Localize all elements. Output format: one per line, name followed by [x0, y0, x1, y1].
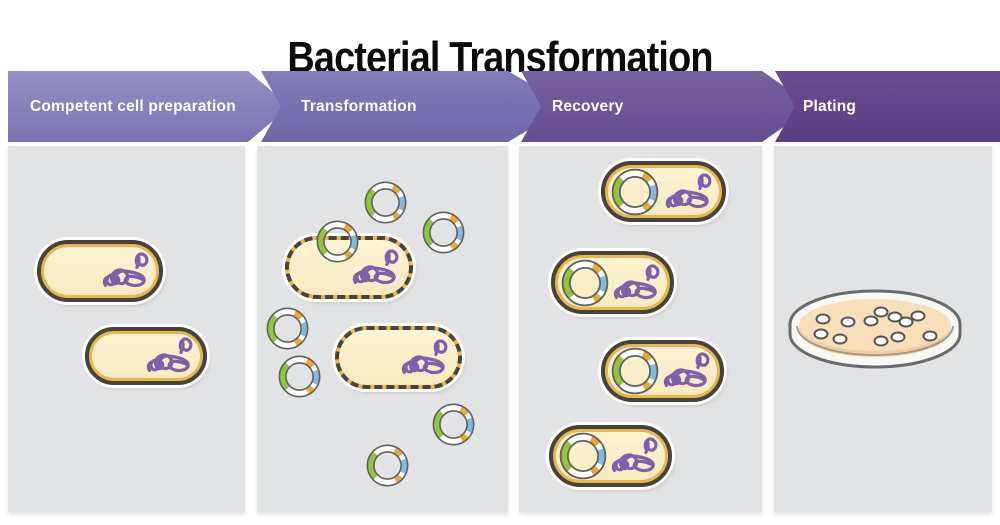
stage-chevron-transformation: Transformation: [261, 71, 568, 142]
chromosomal-dna-icon: [144, 334, 198, 379]
plasmid-icon: [421, 210, 466, 255]
stage-chevron-plating: Plating: [775, 71, 1000, 142]
transformed-cell: [551, 251, 674, 314]
chromosomal-dna-icon: [663, 169, 717, 214]
plasmid-icon: [610, 167, 660, 217]
chromosomal-dna-icon: [609, 434, 663, 479]
plasmid-icon: [363, 180, 408, 225]
transformed-cell: [601, 340, 724, 402]
transformed-cell: [601, 161, 726, 222]
plasmid-icon: [558, 431, 608, 481]
chromosomal-dna-icon: [611, 260, 665, 305]
cell-membrane-permeable: [335, 326, 462, 389]
competent-cell: [335, 326, 462, 389]
stage-chevron-competent-cell-preparation: Competent cell preparation: [8, 71, 290, 142]
panel-transformation: [257, 146, 508, 512]
plasmid-icon-entering-cell: [315, 219, 360, 264]
chromosomal-dna-icon: [661, 349, 715, 394]
competent-cell: [285, 236, 413, 299]
chromosomal-dna-icon: [100, 249, 154, 294]
panel-recovery: [519, 146, 762, 512]
petri-dish-icon: [787, 286, 965, 374]
stage-chevron-recovery: Recovery: [521, 71, 813, 142]
stage-label: Recovery: [552, 97, 624, 115]
transformed-cell: [549, 425, 672, 487]
plasmid-icon: [610, 346, 660, 396]
chromosomal-dna-icon: [399, 335, 453, 380]
bacterium: [37, 240, 163, 302]
stage-label: Transformation: [301, 97, 417, 115]
plasmid-icon: [365, 443, 410, 488]
stage-label: Competent cell preparation: [30, 97, 236, 115]
panel-plating: [774, 146, 992, 512]
bacterium: [85, 327, 207, 385]
plasmid-icon: [265, 306, 310, 351]
plasmid-icon: [277, 354, 322, 399]
stage-label: Plating: [803, 97, 857, 115]
plasmid-icon: [560, 258, 610, 308]
process-flow-banner: Competent cell preparation Transformatio…: [0, 71, 1000, 142]
plasmid-icon: [431, 402, 476, 447]
panel-competent-cell-preparation: [8, 146, 245, 512]
